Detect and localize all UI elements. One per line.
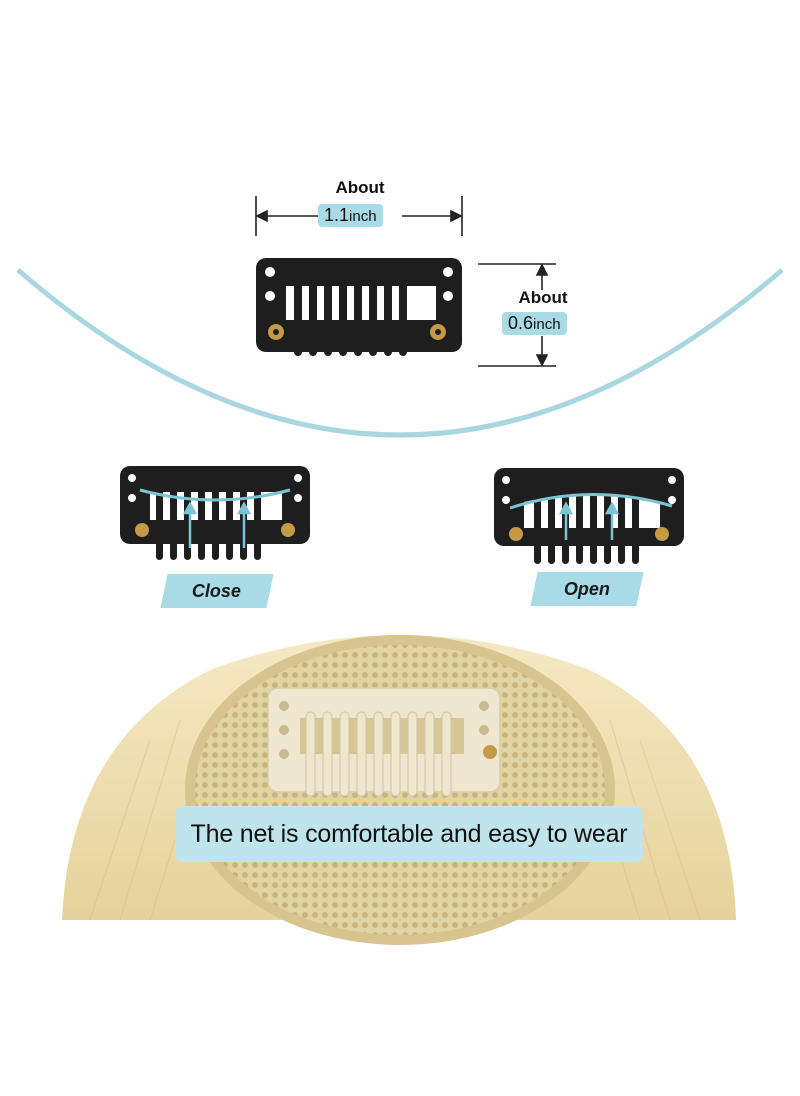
width-unit: inch	[349, 208, 377, 225]
height-measurement-badge: 0.6inch	[502, 312, 567, 335]
width-dimension-line	[255, 196, 463, 236]
open-clip-illustration	[494, 468, 684, 564]
beige-clip-on-net	[267, 687, 501, 797]
net-banner-text: The net is comfortable and easy to wear	[190, 819, 628, 848]
height-unit: inch	[533, 316, 561, 333]
open-label: Open	[563, 578, 610, 599]
close-label: Close	[192, 580, 242, 601]
height-about-label: About	[518, 288, 568, 307]
height-value: 0.6	[508, 313, 534, 333]
height-dimension-line	[478, 263, 556, 367]
width-measurement-badge: 1.1inch	[318, 204, 383, 227]
closed-clip-illustration	[120, 466, 310, 560]
width-value: 1.1	[324, 205, 350, 225]
net-comfort-banner: The net is comfortable and easy to wear	[175, 806, 643, 862]
large-clip-illustration	[256, 258, 462, 356]
open-state-tag: Open	[530, 572, 644, 606]
top-arc-divider	[16, 268, 784, 438]
width-about-label: About	[335, 178, 385, 197]
close-state-tag: Close	[160, 574, 274, 608]
